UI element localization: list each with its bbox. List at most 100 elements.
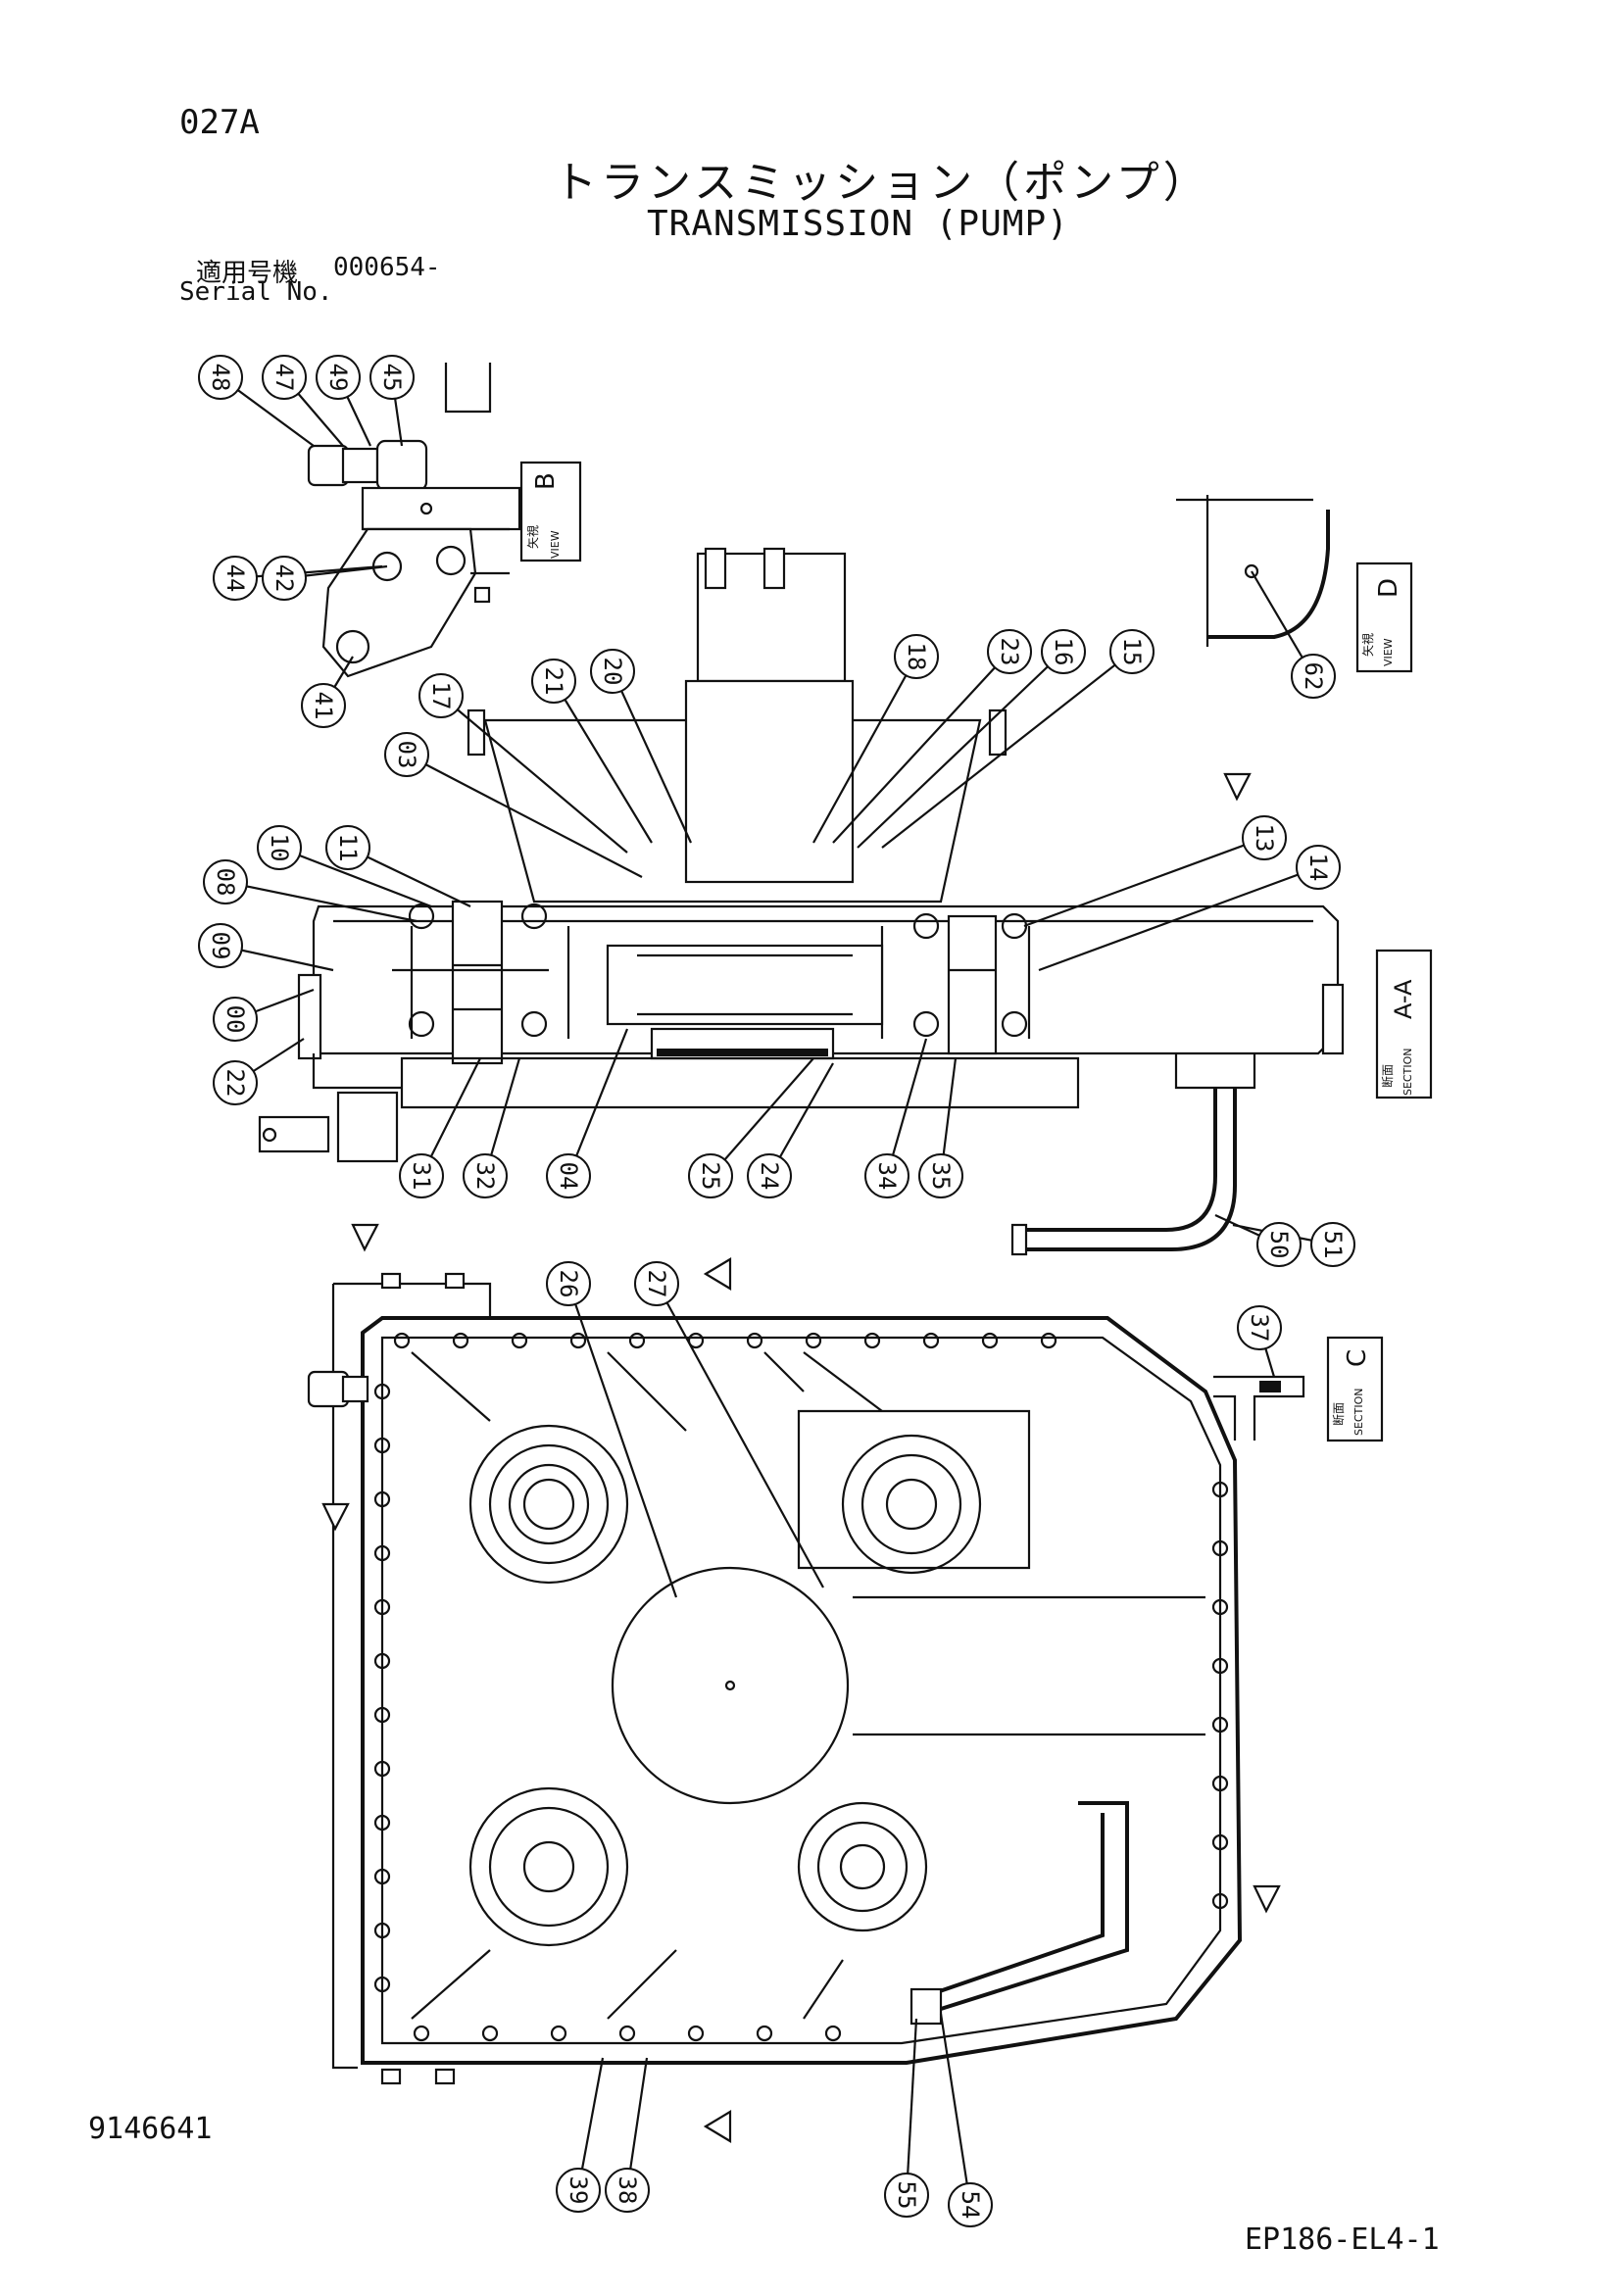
callout-25: 25 <box>688 1153 733 1198</box>
bolt-hole <box>1040 1332 1057 1349</box>
bolt-hole <box>922 1332 940 1349</box>
callout-13: 13 <box>1242 815 1287 860</box>
leader-line-08 <box>224 880 418 923</box>
svg-text:11: 11 <box>334 834 362 862</box>
reference-code: EP186-EL4-1 <box>1245 2223 1440 2257</box>
direction-arrows <box>321 772 1281 2143</box>
callout-23: 23 <box>987 629 1032 674</box>
leader-line-25 <box>710 1057 814 1177</box>
view-b-label: B 矢視 VIEW <box>519 461 582 562</box>
svg-text:48: 48 <box>207 364 234 392</box>
svg-text:VIEW: VIEW <box>1382 638 1395 666</box>
svg-text:09: 09 <box>207 932 234 960</box>
svg-text:21: 21 <box>540 667 567 696</box>
svg-text:45: 45 <box>378 364 406 392</box>
svg-text:22: 22 <box>221 1069 249 1098</box>
bolt-hole <box>511 1332 528 1349</box>
bolt-hole <box>1211 1657 1229 1675</box>
leader-line-20 <box>611 670 693 844</box>
callout-11: 11 <box>325 825 370 870</box>
leader-line-44 <box>234 564 383 580</box>
bracket-assembly <box>307 363 521 678</box>
bolt-hole <box>1211 1716 1229 1734</box>
svg-text:55: 55 <box>893 2181 920 2210</box>
svg-text:13: 13 <box>1251 824 1278 853</box>
view-d-detail <box>1176 495 1330 647</box>
svg-text:17: 17 <box>427 682 455 710</box>
callout-55: 55 <box>884 2173 929 2218</box>
callout-04: 04 <box>546 1153 591 1198</box>
svg-text:54: 54 <box>957 2191 984 2220</box>
callout-31: 31 <box>399 1153 444 1198</box>
leader-line-26 <box>566 1283 678 1598</box>
bolt-hole <box>452 1332 469 1349</box>
svg-text:断面: 断面 <box>1380 1064 1395 1088</box>
leader-line-21 <box>553 680 653 844</box>
callout-51: 51 <box>1310 1222 1355 1267</box>
svg-text:00: 00 <box>221 1005 249 1034</box>
svg-text:VIEW: VIEW <box>549 530 562 559</box>
bolt-hole <box>481 2025 499 2042</box>
callout-00: 00 <box>213 997 258 1042</box>
svg-text:50: 50 <box>1265 1231 1293 1259</box>
callout-48: 48 <box>198 355 243 400</box>
callout-14: 14 <box>1296 845 1341 890</box>
svg-text:矢視: 矢視 <box>1360 633 1375 657</box>
leader-line-14 <box>1038 865 1319 972</box>
bolt-hole <box>756 2025 773 2042</box>
svg-text:26: 26 <box>555 1270 582 1298</box>
serial-label-english: Serial No. <box>179 277 333 307</box>
bolt-hole <box>1211 1539 1229 1557</box>
leader-line-27 <box>656 1283 824 1588</box>
bolt-hole <box>373 1922 391 1939</box>
bolt-hole <box>805 1332 822 1349</box>
section-c-detail <box>1213 1375 1305 1441</box>
bolt-hole <box>863 1332 881 1349</box>
svg-text:31: 31 <box>408 1162 435 1191</box>
svg-text:27: 27 <box>643 1270 670 1298</box>
callout-22: 22 <box>213 1060 258 1105</box>
leader-line-55 <box>905 2018 918 2196</box>
svg-text:C: C <box>1343 1349 1372 1367</box>
leader-line-13 <box>1023 836 1265 928</box>
callout-62: 62 <box>1291 654 1336 699</box>
bolt-hole <box>1211 1833 1229 1851</box>
callout-42: 42 <box>262 556 307 601</box>
callout-38: 38 <box>605 2168 650 2213</box>
svg-text:断面: 断面 <box>1331 1402 1346 1426</box>
callout-24: 24 <box>747 1153 792 1198</box>
section-c-label: C 断面 SECTION <box>1326 1336 1384 1442</box>
svg-text:44: 44 <box>221 564 249 593</box>
serial-label-japanese: 適用号機 <box>196 259 299 288</box>
svg-text:15: 15 <box>1118 638 1146 666</box>
svg-text:24: 24 <box>756 1162 783 1191</box>
bolt-hole <box>373 1598 391 1616</box>
bolt-hole <box>687 2025 705 2042</box>
bolt-hole <box>373 1760 391 1778</box>
callout-17: 17 <box>418 673 464 718</box>
callout-47: 47 <box>262 355 307 400</box>
bolt-hole <box>373 1652 391 1670</box>
bolt-hole <box>1211 1892 1229 1910</box>
svg-text:08: 08 <box>212 868 239 897</box>
svg-text:37: 37 <box>1246 1314 1273 1343</box>
callout-50: 50 <box>1256 1222 1302 1267</box>
bolt-hole <box>373 1490 391 1508</box>
svg-text:16: 16 <box>1050 638 1077 666</box>
svg-text:04: 04 <box>555 1162 582 1191</box>
svg-text:03: 03 <box>393 741 420 769</box>
section-aa-label: A-A 断面 SECTION <box>1375 949 1433 1099</box>
bolt-hole <box>373 1976 391 1993</box>
svg-text:39: 39 <box>565 2176 592 2205</box>
bolt-hole <box>373 1868 391 1885</box>
callout-44: 44 <box>213 556 258 601</box>
callout-45: 45 <box>369 355 415 400</box>
leader-line-17 <box>440 695 628 854</box>
bolt-hole <box>373 1814 391 1832</box>
callout-08: 08 <box>203 859 248 904</box>
callout-15: 15 <box>1109 629 1155 674</box>
svg-text:34: 34 <box>873 1162 901 1191</box>
bolt-hole <box>373 1437 391 1454</box>
callout-03: 03 <box>384 732 429 777</box>
